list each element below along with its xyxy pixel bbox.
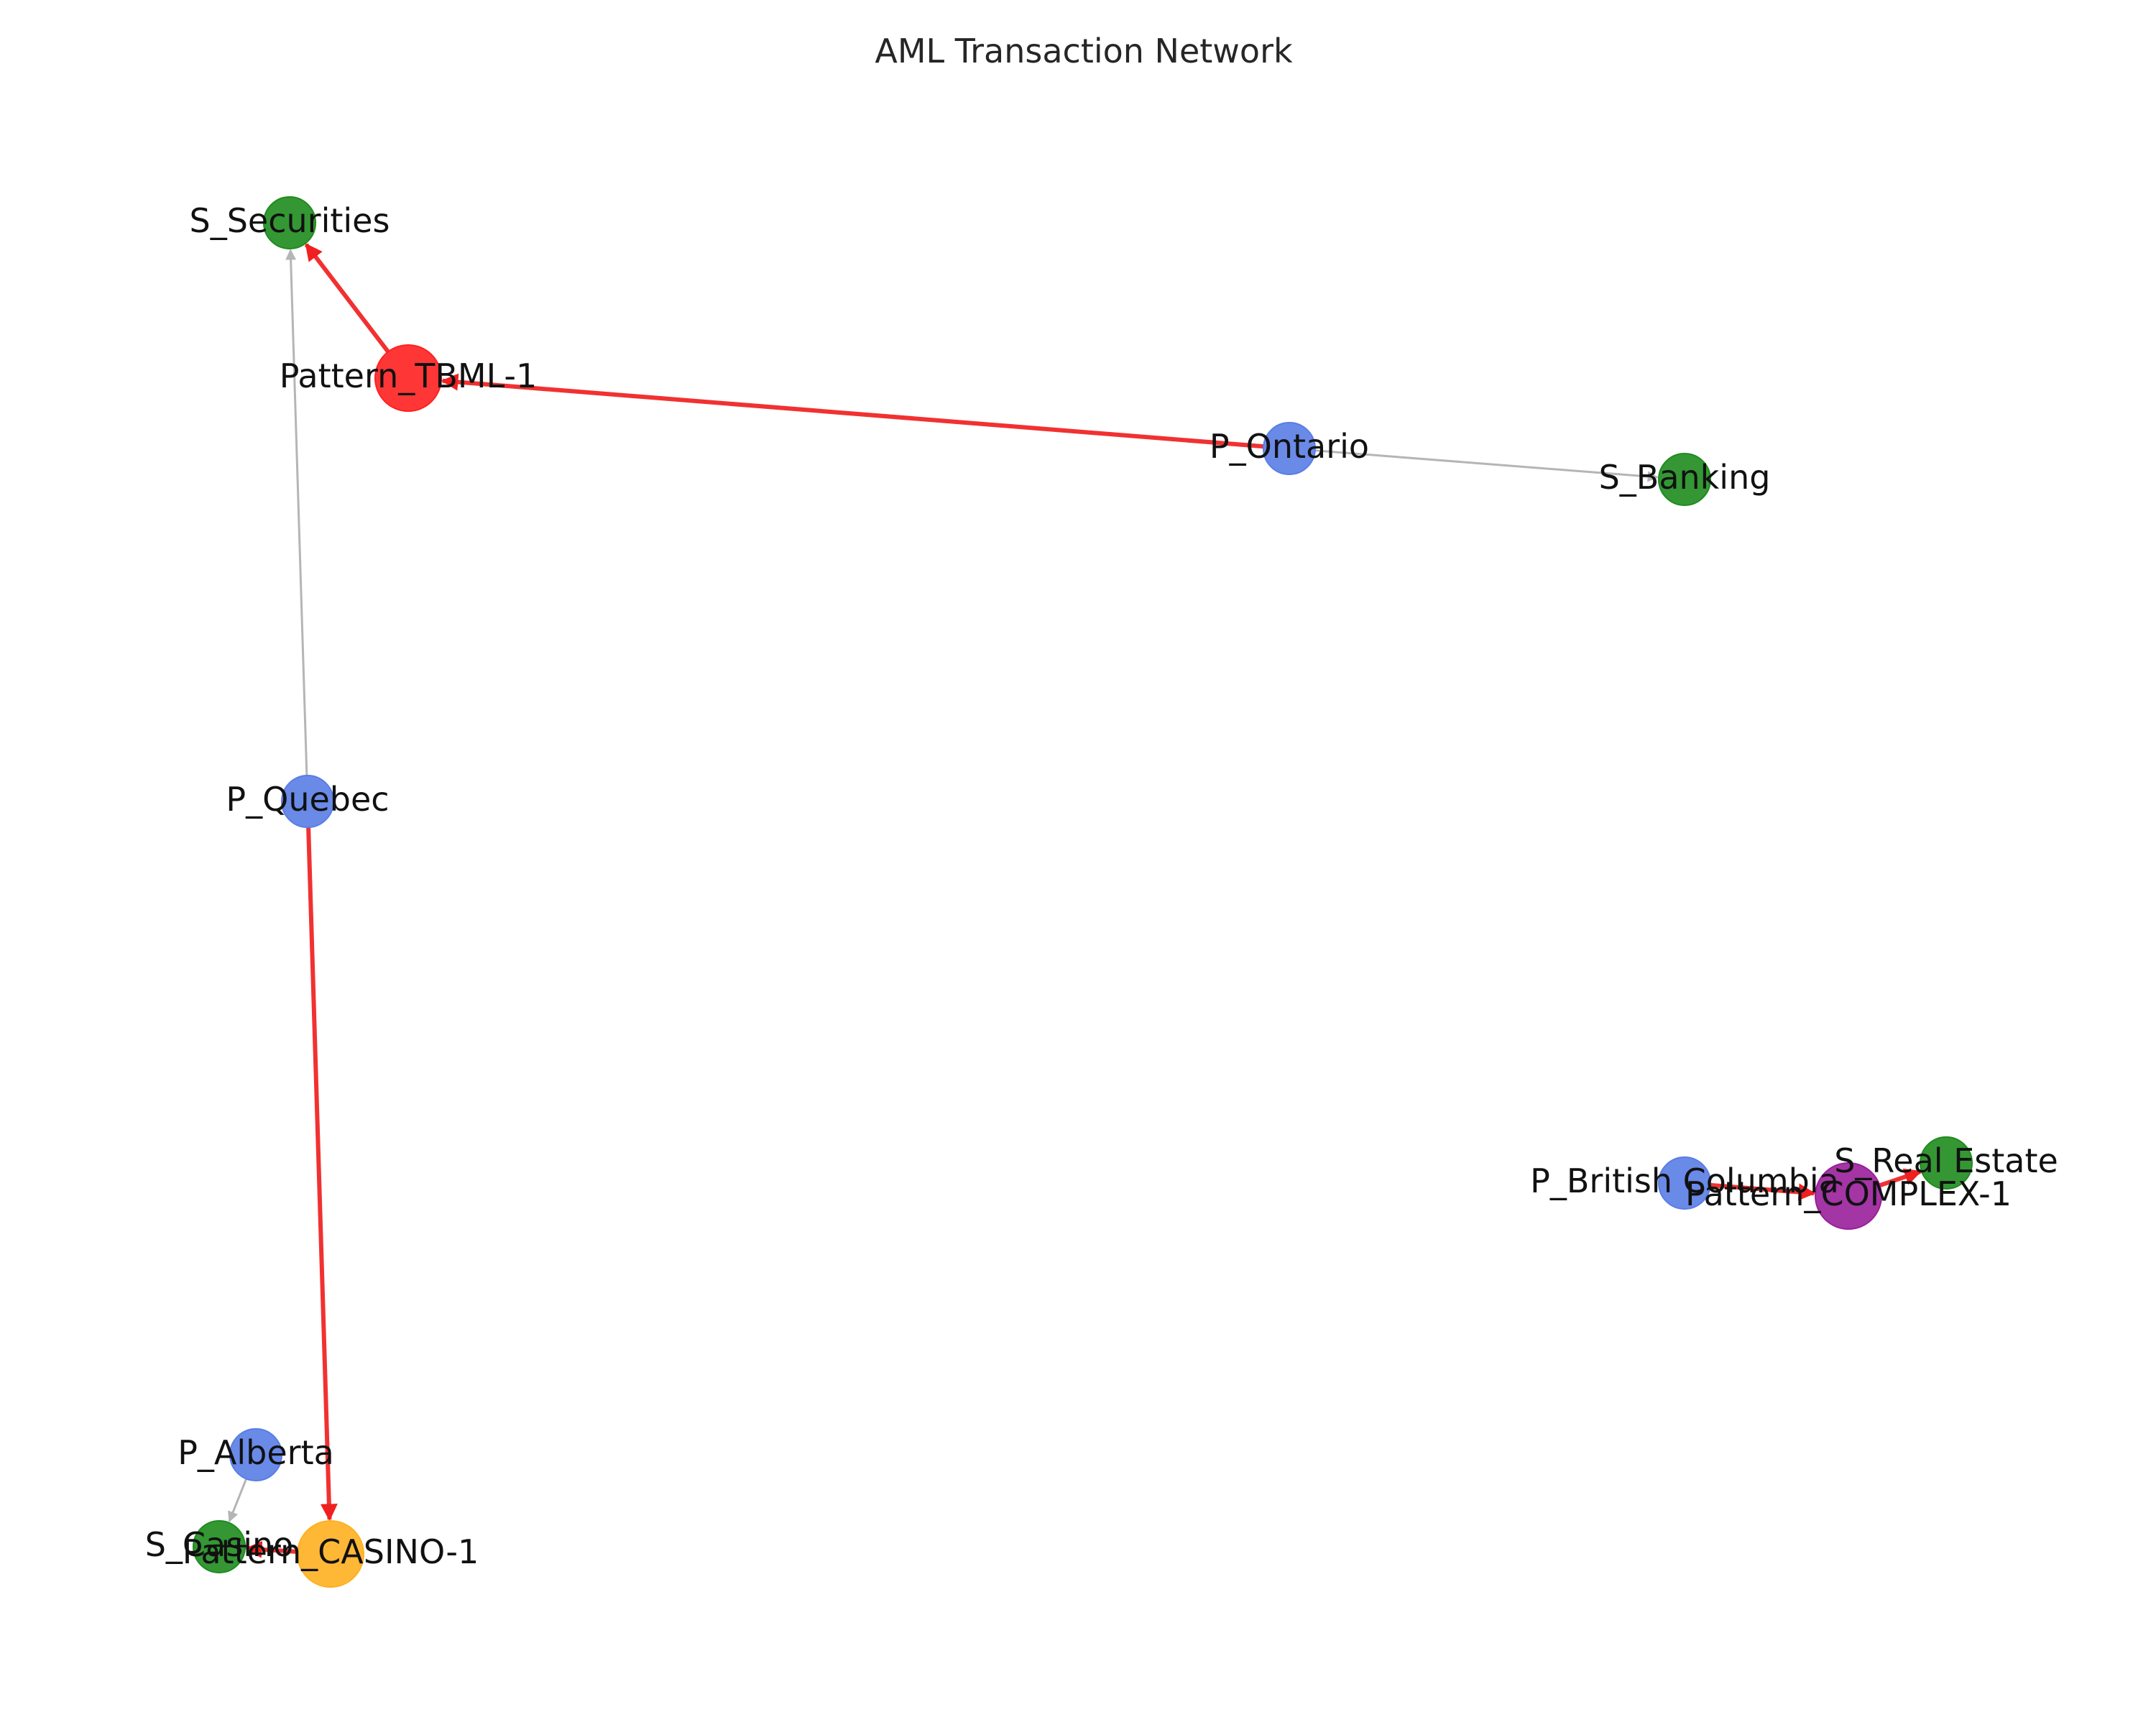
node-pattern-casino-1 [297, 1520, 364, 1588]
edge-p-ontario-to-pattern-tbml-1 [441, 373, 1264, 449]
edge-pattern-complex-1-to-s-real-estate [1879, 1168, 1922, 1188]
nodes-layer [193, 196, 1973, 1588]
edge-pattern-tbml-1-to-s-securities [304, 243, 390, 354]
node-pattern-tbml-1 [374, 344, 442, 412]
node-label-s-casino: S_Casino [145, 1525, 294, 1564]
node-s-securities [263, 196, 316, 249]
node-label-pattern-casino-1: Pattern_CASINO-1 [183, 1532, 479, 1571]
edge-p-alberta-to-s-casino [228, 1478, 248, 1523]
node-label-s-securities: S_Securities [190, 201, 390, 240]
node-p-british-columbia [1658, 1156, 1711, 1210]
node-label-p-british-columbia: P_British Columbia [1530, 1162, 1839, 1200]
node-label-p-ontario: P_Ontario [1210, 427, 1369, 466]
node-p-quebec [281, 775, 334, 828]
node-p-ontario [1263, 422, 1316, 475]
node-label-s-banking: S_Banking [1599, 458, 1771, 497]
edges-layer [228, 243, 1922, 1558]
node-s-casino [193, 1520, 246, 1573]
node-pattern-complex-1 [1815, 1162, 1882, 1230]
node-p-alberta [229, 1428, 282, 1481]
node-label-pattern-complex-1: Pattern_COMPLEX-1 [1685, 1174, 2012, 1213]
edge-pattern-casino-1-to-s-casino [244, 1540, 298, 1558]
edge-p-quebec-to-s-securities [285, 249, 308, 776]
node-s-real-estate [1920, 1136, 1973, 1190]
edge-p-ontario-to-s-banking [1314, 449, 1659, 482]
diagram-title: AML Transaction Network [875, 32, 1293, 70]
node-label-p-quebec: P_Quebec [226, 780, 389, 819]
edge-p-quebec-to-pattern-casino-1 [306, 827, 338, 1522]
edge-p-british-columbia-to-pattern-complex-1 [1710, 1182, 1816, 1201]
node-s-banking [1658, 453, 1711, 506]
node-label-p-alberta: P_Alberta [178, 1433, 334, 1472]
labels-layer: S_SecuritiesPattern_TBML-1P_OntarioS_Ban… [145, 201, 2058, 1571]
node-label-pattern-tbml-1: Pattern_TBML-1 [280, 356, 538, 395]
node-label-s-real-estate: S_Real Estate [1834, 1141, 2058, 1180]
